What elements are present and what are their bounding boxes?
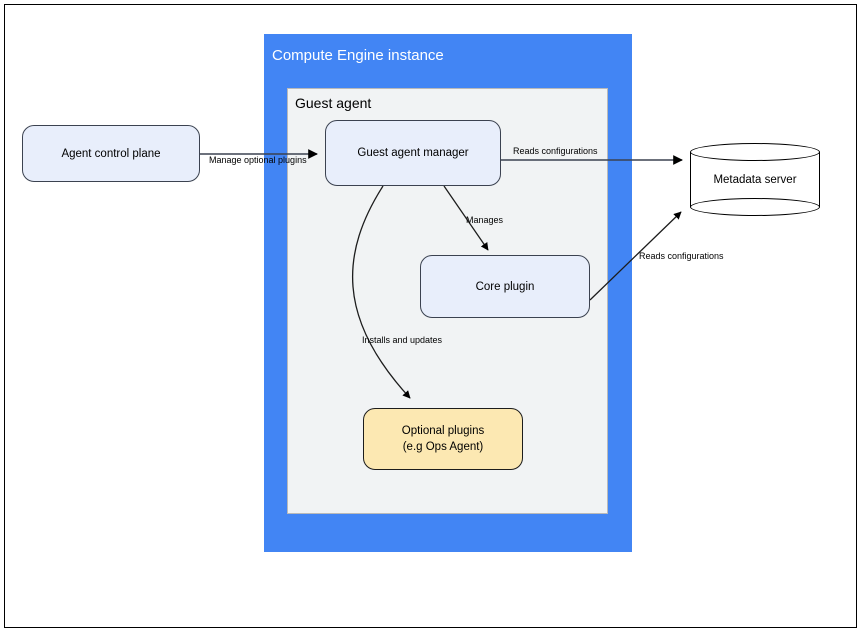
- edge-label-reads-configurations-manager: Reads configurations: [513, 146, 598, 156]
- node-core-plugin-label: Core plugin: [475, 280, 535, 293]
- node-agent-control-plane-label: Agent control plane: [61, 147, 161, 160]
- cylinder-top-ellipse: [690, 143, 820, 161]
- node-guest-agent-manager[interactable]: Guest agent manager: [325, 120, 501, 186]
- edge-label-installs-and-updates: Installs and updates: [362, 335, 443, 345]
- node-metadata-server[interactable]: Metadata server: [690, 143, 820, 216]
- edge-label-manages: Manages: [466, 215, 504, 225]
- edge-label-manage-optional-plugins: Manage optional plugins: [209, 155, 307, 165]
- edge-label-reads-configurations-core: Reads configurations: [639, 251, 724, 261]
- node-metadata-server-label: Metadata server: [713, 173, 797, 186]
- cylinder-bottom-ellipse: [690, 198, 820, 216]
- node-optional-plugins-label-line1: Optional plugins: [401, 425, 485, 437]
- node-guest-agent-manager-label: Guest agent manager: [357, 147, 469, 159]
- compute-engine-instance-label: Compute Engine instance: [272, 47, 444, 64]
- node-agent-control-plane[interactable]: Agent control plane: [22, 125, 200, 182]
- guest-agent-label: Guest agent: [295, 95, 372, 111]
- node-optional-plugins[interactable]: Optional plugins (e.g Ops Agent): [363, 408, 523, 470]
- node-optional-plugins-label-line2: (e.g Ops Agent): [402, 441, 484, 453]
- node-core-plugin[interactable]: Core plugin: [420, 255, 590, 318]
